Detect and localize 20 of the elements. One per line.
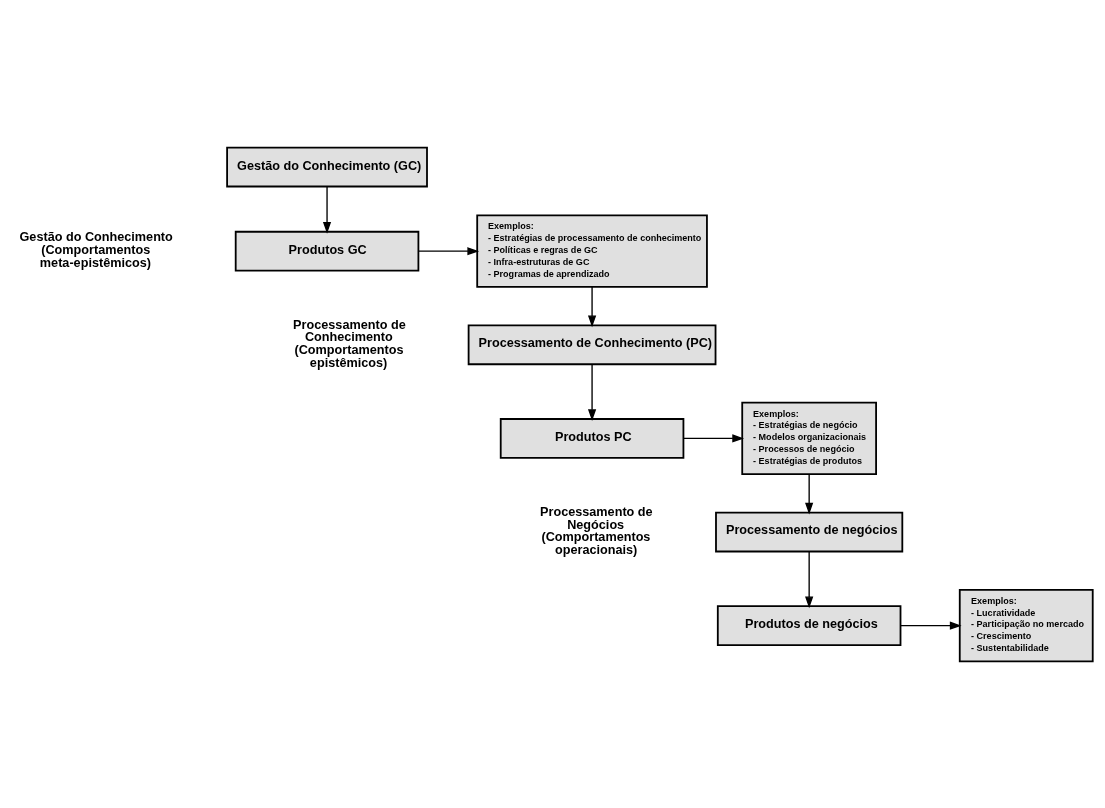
arrow — [587, 363, 597, 421]
arrow — [587, 285, 597, 327]
node-box: Gestão do Conhecimento (GC) — [226, 146, 428, 187]
node-box: Produtos PC — [499, 417, 685, 459]
label: Processamento de Conhecimento (Comportamentos epistêmicos) — [293, 317, 406, 370]
arrow — [805, 473, 814, 514]
label: Gestão do Conhecimento (Comportamentos meta-epistêmicos) — [19, 229, 173, 270]
arrow — [322, 185, 332, 234]
label: Processamento de Negócios (Comportamentos operacionais) — [540, 504, 653, 557]
node-box: Produtos de negócios — [716, 604, 902, 646]
node-box: Processamento de negócios — [715, 511, 904, 552]
arrow — [682, 433, 745, 443]
node-box: Processamento de Conhecimento (PC) — [467, 323, 717, 365]
node-box: Exemplos: - Lucratividade - Participação no mercado - Crescimento - Sustentabilidade — [958, 588, 1094, 662]
node-box: Exemplos: - Estratégias de negócio - Modelos organizacionais - Processos de negócio - Estratégias de produtos — [741, 401, 877, 475]
arrow — [417, 246, 480, 255]
arrow — [900, 621, 962, 630]
node-box: Produtos GC — [234, 230, 420, 272]
arrow — [805, 550, 814, 608]
node-box: Exemplos: - Estratégias de processamento de conhecimento - Políticas e regras de GC - Infra-estruturas de GC - Programas de aprendizado — [476, 214, 708, 288]
